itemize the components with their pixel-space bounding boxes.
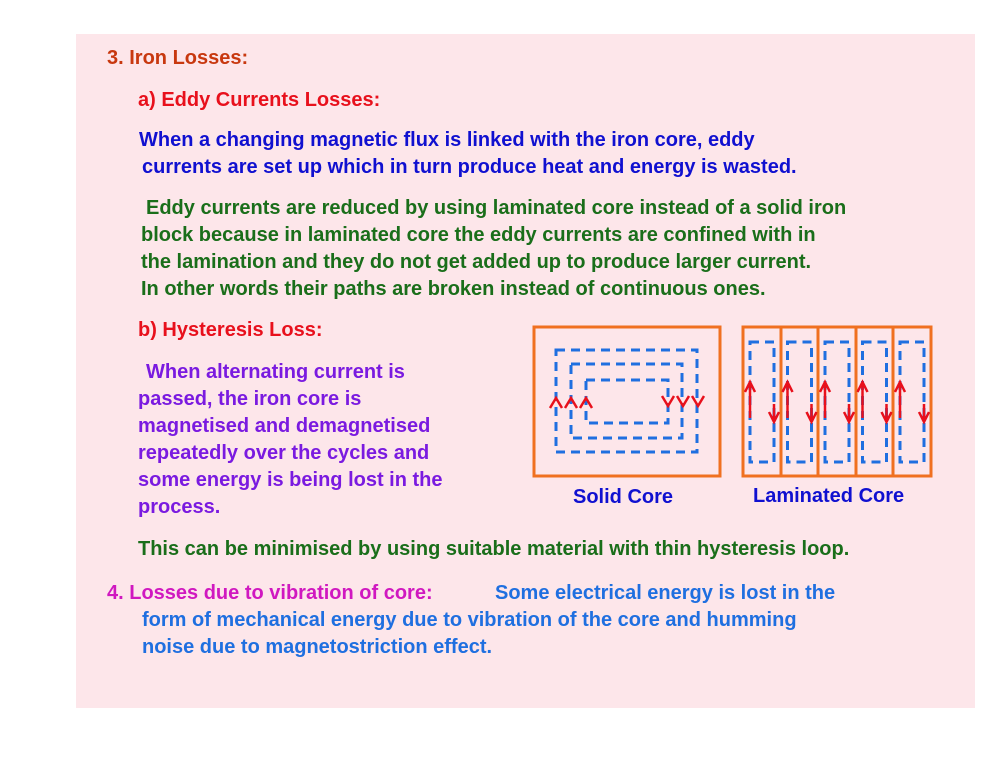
up-arrow-icon bbox=[893, 379, 907, 418]
down-arrow-icon bbox=[842, 404, 856, 425]
down-arrow-icon bbox=[690, 395, 706, 409]
laminated-core-block bbox=[741, 325, 933, 478]
item4-text: Some electrical energy is lost in the bbox=[495, 582, 836, 604]
up-arrow-icon bbox=[781, 379, 794, 418]
eddy-path-inner bbox=[584, 378, 670, 425]
heading-hysteresis: b) Hysteresis Loss: bbox=[138, 319, 323, 341]
lamination-eddy-path bbox=[861, 340, 888, 464]
down-arrow-icon bbox=[917, 404, 931, 425]
eddy-path-middle bbox=[569, 362, 684, 440]
hysteresis-note: This can be minimised by using suitable … bbox=[138, 538, 850, 560]
heading-eddy: a) Eddy Currents Losses: bbox=[138, 89, 381, 111]
item4-text: form of mechanical energy due to vibrati… bbox=[142, 609, 797, 631]
down-arrow-icon bbox=[805, 404, 818, 425]
hysteresis-line: passed, the iron core is bbox=[138, 388, 362, 410]
up-arrow-icon bbox=[743, 379, 757, 418]
solid-core-label: Solid Core bbox=[573, 486, 674, 508]
solid-core-block bbox=[532, 325, 722, 478]
up-arrow-icon bbox=[578, 395, 594, 409]
up-arrow-icon bbox=[563, 395, 579, 409]
hysteresis-line: magnetised and demagnetised bbox=[138, 415, 431, 437]
lamination-eddy-path bbox=[786, 340, 813, 464]
hysteresis-line: repeatedly over the cycles and bbox=[138, 442, 430, 464]
laminated-core-label: Laminated Core bbox=[753, 485, 905, 507]
lamination-eddy-path bbox=[898, 340, 926, 464]
hysteresis-line: process. bbox=[138, 496, 221, 518]
down-arrow-icon bbox=[767, 404, 781, 425]
down-arrow-icon bbox=[880, 404, 893, 425]
up-arrow-icon bbox=[818, 379, 832, 418]
eddy-para2-line: Eddy currents are reduced by using lamin… bbox=[146, 197, 847, 219]
eddy-para2-line: In other words their paths are broken in… bbox=[141, 278, 766, 300]
hysteresis-line: When alternating current is bbox=[146, 361, 405, 383]
down-arrow-icon bbox=[660, 395, 676, 409]
up-arrow-icon bbox=[548, 395, 564, 409]
item4-text: noise due to magnetostriction effect. bbox=[142, 636, 493, 658]
hysteresis-line: some energy is being lost in the bbox=[138, 469, 443, 491]
lamination-eddy-path bbox=[748, 340, 776, 464]
lamination-eddy-path bbox=[823, 340, 851, 464]
item4-label: 4. Losses due to vibration of core: bbox=[107, 582, 433, 604]
eddy-para1-line: When a changing magnetic flux is linked … bbox=[139, 129, 755, 151]
down-arrow-icon bbox=[675, 395, 691, 409]
eddy-para2-line: the lamination and they do not get added… bbox=[141, 251, 812, 273]
up-arrow-icon bbox=[856, 379, 869, 418]
eddy-para2-line: block because in laminated core the eddy… bbox=[141, 224, 816, 246]
heading-iron-losses: 3. Iron Losses: bbox=[107, 47, 249, 69]
eddy-path-outer bbox=[554, 348, 699, 454]
eddy-para1-line: currents are set up which in turn produc… bbox=[142, 156, 797, 178]
